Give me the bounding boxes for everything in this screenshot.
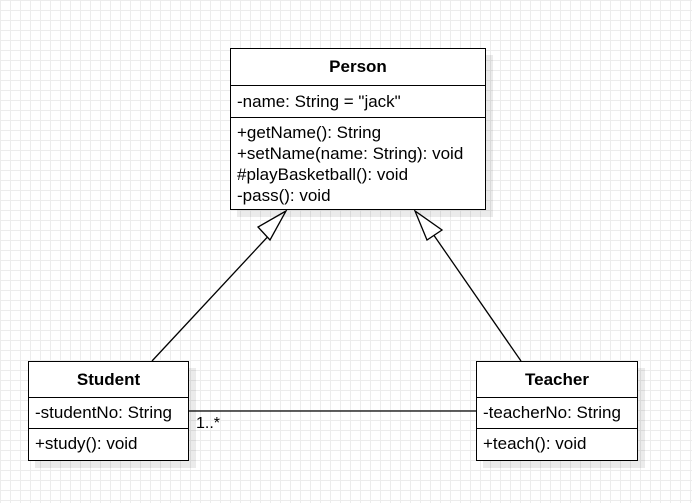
student-generalization-line	[151, 229, 275, 362]
student-class-name: Student	[29, 362, 188, 398]
person-method-pass: -pass(): void	[237, 186, 331, 205]
person-method-playbasketball: #playBasketball(): void	[237, 165, 409, 184]
teacher-class[interactable]: Teacher -teacherNo: String +teach(): voi…	[476, 361, 638, 461]
student-methods: +study(): void	[29, 429, 188, 454]
student-generalization-arrowhead	[256, 209, 288, 242]
teacher-attributes: -teacherNo: String	[477, 398, 637, 429]
association-multiplicity: 1..*	[196, 415, 221, 432]
teacher-generalization-line	[432, 233, 522, 362]
teacher-attribute-teacherno: -teacherNo: String	[483, 403, 621, 422]
person-methods: +getName(): String +setName(name: String…	[231, 118, 485, 206]
person-attributes: -name: String = "jack"	[231, 86, 485, 118]
person-method-getname: +getName(): String	[237, 123, 382, 142]
student-class[interactable]: Student -studentNo: String +study(): voi…	[28, 361, 189, 461]
person-method-setname: +setName(name: String): void	[237, 144, 464, 163]
teacher-method-teach: +teach(): void	[483, 434, 587, 453]
person-class[interactable]: Person -name: String = "jack" +getName()…	[230, 48, 486, 210]
person-class-name: Person	[231, 49, 485, 86]
person-attribute-name: -name: String = "jack"	[237, 91, 401, 111]
student-attributes: -studentNo: String	[29, 398, 188, 429]
teacher-class-name: Teacher	[477, 362, 637, 398]
student-attribute-studentno: -studentNo: String	[35, 403, 173, 422]
teacher-generalization-arrowhead	[413, 209, 444, 241]
teacher-methods: +teach(): void	[477, 429, 637, 454]
student-method-study: +study(): void	[35, 434, 138, 453]
